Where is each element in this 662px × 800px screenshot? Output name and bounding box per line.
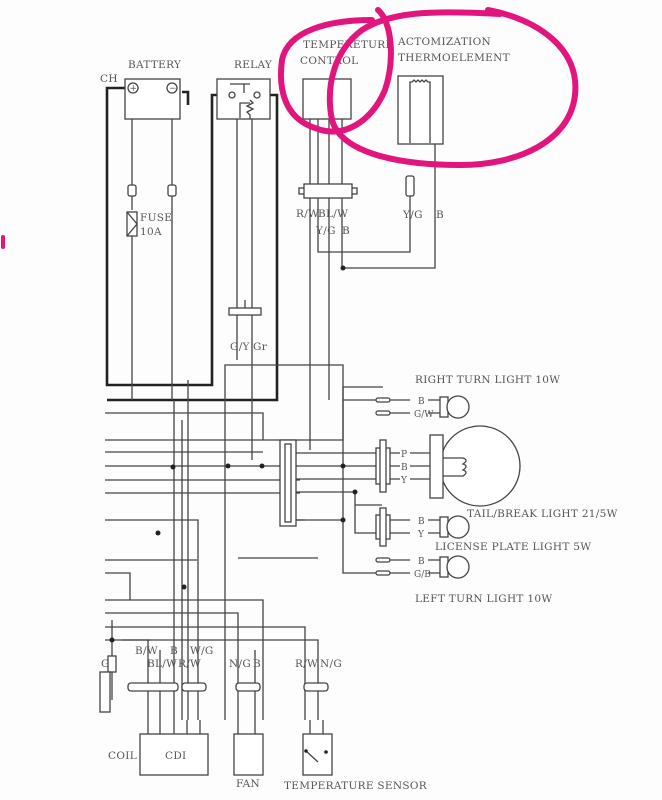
wire-label: P <box>401 450 407 460</box>
right-turn-light: RIGHT TURN LIGHT 10W B G/W <box>375 374 560 420</box>
wire-label: B <box>342 225 350 237</box>
wire-label: G <box>101 658 110 670</box>
temperature-control: TEMPERETURE CONTROL <box>300 39 393 120</box>
highlight-circle-thermoelement <box>326 7 579 169</box>
thermoelement-label-2: THERMOELEMENT <box>398 52 510 64</box>
wire-label: G/W <box>414 410 434 420</box>
wire-label: W/G <box>190 645 214 657</box>
license-plate-light-label: LICENSE PLATE LIGHT 5W <box>435 541 591 553</box>
wire-label: N/G <box>320 658 342 670</box>
cdi: CDI COIL <box>108 733 209 776</box>
relay-label: RELAY <box>234 59 273 71</box>
wire-label: B <box>253 658 261 670</box>
temperature-sensor-label: TEMPERATURE SENSOR <box>284 780 428 792</box>
fuse-label: FUSE <box>140 212 172 224</box>
plus-terminal-icon: + <box>130 84 138 94</box>
fuse-icon <box>126 211 138 237</box>
left-turn-light: B G/B LEFT TURN LIGHT 10W <box>375 555 552 605</box>
wire-label: N/G <box>229 658 251 670</box>
wire-label: B <box>436 209 444 221</box>
wire-label: B <box>418 397 425 407</box>
wire-label: R/W <box>178 658 201 670</box>
minus-terminal-icon: − <box>169 84 177 94</box>
tail-brake-light: P B Y TAIL/BREAK LIGHT 21/5W <box>375 425 618 520</box>
tail-light-label: TAIL/BREAK LIGHT 21/5W <box>467 508 618 520</box>
wire-label: B <box>418 517 425 527</box>
wire-label: Gr <box>253 341 268 353</box>
fan-label: FAN <box>236 778 260 790</box>
wire-label: B/W <box>135 645 158 657</box>
wire-label: Y <box>417 530 425 540</box>
highlight-circle-temperature-control <box>278 7 394 135</box>
battery-label: BATTERY <box>128 59 182 71</box>
right-turn-light-label: RIGHT TURN LIGHT 10W <box>415 374 560 386</box>
wire-label: B <box>418 557 425 567</box>
fuse-rating: 10A <box>140 226 162 238</box>
license-plate-light: B Y LICENSE PLATE LIGHT 5W <box>375 507 591 553</box>
wire-label: Y <box>400 476 408 486</box>
wire-label: G/B <box>414 570 431 580</box>
wire-label: Y/G <box>402 209 423 221</box>
coil-label: COIL <box>108 750 137 762</box>
switch-label-fragment: CH <box>100 73 118 85</box>
thermoelement-label-1: ACTOMIZATION <box>397 36 491 48</box>
wire-label: BL/W <box>147 658 177 670</box>
left-turn-light-label: LEFT TURN LIGHT 10W <box>415 593 552 605</box>
highlight-annotations <box>1 7 579 249</box>
temperature-control-label-2: CONTROL <box>300 55 358 67</box>
wire-label: Y/G <box>315 225 336 237</box>
wire-label: B <box>401 463 408 473</box>
temperature-sensor: TEMPERATURE SENSOR <box>284 733 428 792</box>
battery: + − BATTERY CH <box>100 59 182 120</box>
wire-label: R/W <box>296 208 319 220</box>
fan: FAN <box>233 733 264 790</box>
wire-label: BL/W <box>318 208 348 220</box>
wire-label: B <box>170 645 178 657</box>
wire-label: G/Y <box>230 341 251 353</box>
wire-label: R/W <box>295 658 318 670</box>
relay: RELAY <box>216 59 273 120</box>
cdi-label: CDI <box>165 750 187 762</box>
actomization-thermoelement: ACTOMIZATION THERMOELEMENT <box>397 36 510 145</box>
